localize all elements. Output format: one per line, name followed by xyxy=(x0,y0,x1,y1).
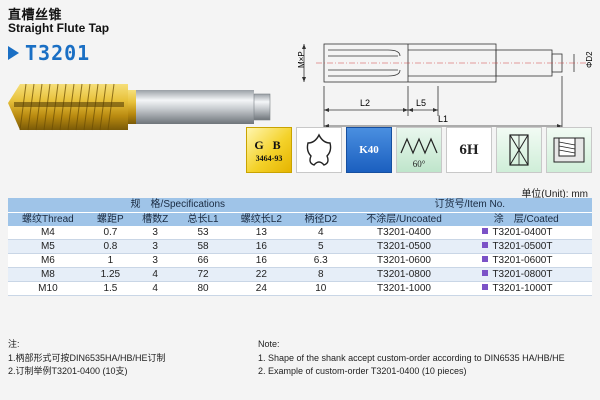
table-cell: T3201-0400 xyxy=(347,226,461,240)
straight-flute-icon xyxy=(496,127,542,173)
coated-marker-icon xyxy=(482,242,489,249)
page-title-en: Straight Flute Tap xyxy=(8,21,110,35)
table-cell: 80 xyxy=(177,281,229,296)
table-cell: 16 xyxy=(228,239,294,254)
table-cell: 4 xyxy=(293,226,348,240)
table-cell: 3 xyxy=(132,226,178,240)
table-cell: 3 xyxy=(132,239,178,254)
table-cell: 3 xyxy=(132,253,178,268)
play-triangle-icon xyxy=(8,46,19,60)
k40-material-icon: K40 xyxy=(346,127,392,173)
table-cell: 58 xyxy=(177,239,229,254)
table-cell: 24 xyxy=(228,281,294,296)
table-cell: 10 xyxy=(293,281,348,296)
table-cell: M8 xyxy=(8,267,88,282)
coated-marker-icon xyxy=(482,270,489,277)
table-cell: 4 xyxy=(132,281,178,296)
table-cell: 0.8 xyxy=(87,239,133,254)
page-title-cn: 直槽丝锥 xyxy=(8,7,63,22)
table-cell: M6 xyxy=(8,253,88,268)
table-cell: T3201-0600T xyxy=(460,253,592,268)
thread-angle-icon: 60° xyxy=(396,127,442,173)
table-cell: T3201-0600 xyxy=(347,253,461,268)
dim-thread: M×P xyxy=(297,51,306,68)
table-cell: 66 xyxy=(177,253,229,268)
table-cell: 53 xyxy=(177,226,229,240)
model-heading: T3201 xyxy=(8,41,91,65)
table-cell: 1.5 xyxy=(87,281,133,296)
table-cell: 16 xyxy=(228,253,294,268)
table-cell: T3201-1000T xyxy=(460,281,592,296)
dim-d2: ΦD2 xyxy=(585,51,594,68)
coated-marker-icon xyxy=(482,256,489,263)
notes-en: Note: 1. Shape of the shank accept custo… xyxy=(258,339,565,376)
column-header: 螺纹Thread xyxy=(8,211,88,226)
blind-hole-icon xyxy=(546,127,592,173)
gb-standard-icon: G B 3464-93 xyxy=(246,127,292,173)
dim-l5: L5 xyxy=(416,98,426,108)
table-cell: M10 xyxy=(8,281,88,296)
column-header: 柄径D2 xyxy=(293,211,348,226)
table-cell: 1.25 xyxy=(87,267,133,282)
coated-marker-icon xyxy=(482,228,489,235)
dim-l1: L1 xyxy=(438,114,448,124)
table-cell: 0.7 xyxy=(87,226,133,240)
table-cell: T3201-0500T xyxy=(460,239,592,254)
three-flute-section-icon xyxy=(296,127,342,173)
spec-table: 规 格/Specifications 订货号/Item No. 螺纹Thread… xyxy=(8,198,592,296)
tap-technical-drawing: L2 L5 L1 M×P ΦD2 xyxy=(297,43,594,132)
spec-group-header: 规 格/Specifications xyxy=(8,198,348,212)
tap-product-image xyxy=(8,83,271,131)
model-code: T3201 xyxy=(25,41,91,65)
feature-icon-strip: G B 3464-93 K40 60° 6H xyxy=(246,127,592,173)
column-header: 槽数Z xyxy=(132,211,178,226)
table-cell: 13 xyxy=(228,226,294,240)
column-header: 不涂层/Uncoated xyxy=(347,211,461,226)
unit-label: 单位(Unit): mm xyxy=(521,189,588,200)
dim-l2: L2 xyxy=(360,98,370,108)
table-cell: M4 xyxy=(8,226,88,240)
table-cell: 5 xyxy=(293,239,348,254)
coated-marker-icon xyxy=(482,284,489,291)
column-header: 螺距P xyxy=(87,211,133,226)
table-cell: T3201-1000 xyxy=(347,281,461,296)
column-header: 涂 层/Coated xyxy=(460,211,592,226)
tolerance-class-icon: 6H xyxy=(446,127,492,173)
column-header: 总长L1 xyxy=(177,211,229,226)
notes-cn: 注: 1.柄部形式可按DIN6535HA/HB/HE订制 2.订制举例T3201… xyxy=(8,339,166,376)
table-cell: T3201-0800 xyxy=(347,267,461,282)
column-header: 螺纹长L2 xyxy=(228,211,294,226)
table-cell: T3201-0400T xyxy=(460,226,592,240)
table-cell: 1 xyxy=(87,253,133,268)
order-group-header: 订货号/Item No. xyxy=(347,198,592,212)
table-cell: 8 xyxy=(293,267,348,282)
table-cell: T3201-0500 xyxy=(347,239,461,254)
table-cell: M5 xyxy=(8,239,88,254)
table-cell: 6.3 xyxy=(293,253,348,268)
table-cell: T3201-0800T xyxy=(460,267,592,282)
table-cell: 72 xyxy=(177,267,229,282)
table-cell: 22 xyxy=(228,267,294,282)
table-cell: 4 xyxy=(132,267,178,282)
